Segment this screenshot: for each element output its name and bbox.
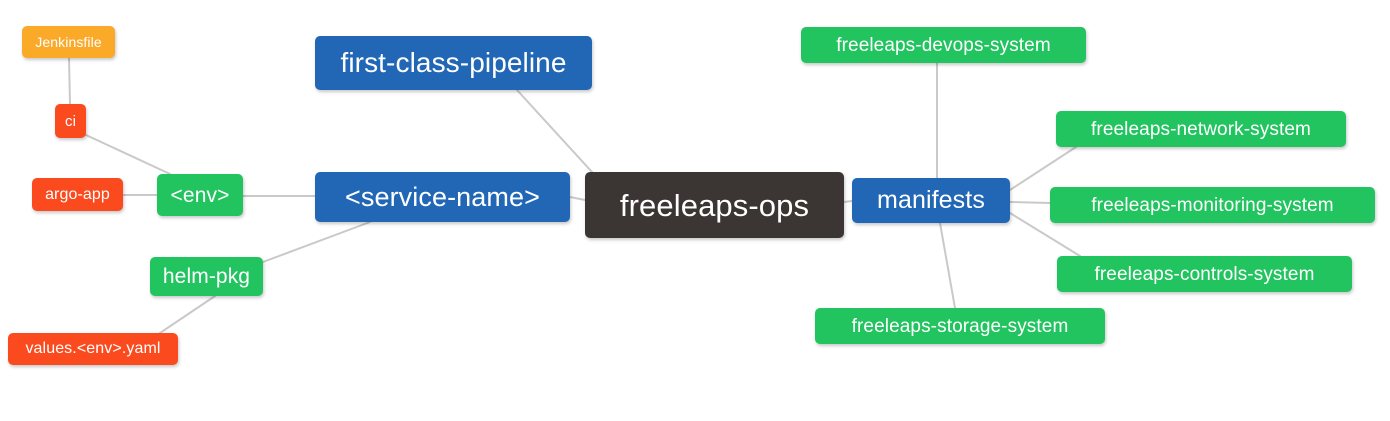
node-service-name[interactable]: <service-name> [315,172,570,222]
edge-values-yaml-to-helm-pkg [159,295,216,334]
edge-manifests-to-monitoring [1009,201,1051,204]
node-ci[interactable]: ci [55,104,86,138]
node-root[interactable]: freeleaps-ops [585,172,844,238]
node-manifests[interactable]: manifests [852,178,1010,223]
node-network[interactable]: freeleaps-network-system [1056,111,1346,147]
edge-root-to-manifests [843,200,853,203]
node-helm-pkg[interactable]: helm-pkg [150,257,263,296]
node-storage[interactable]: freeleaps-storage-system [815,308,1105,344]
node-controls[interactable]: freeleaps-controls-system [1057,256,1352,292]
edge-manifests-to-storage [939,222,956,309]
node-pipeline[interactable]: first-class-pipeline [315,36,592,90]
node-devops[interactable]: freeleaps-devops-system [801,27,1086,63]
edge-manifests-to-network [1009,146,1077,191]
node-monitoring[interactable]: freeleaps-monitoring-system [1050,187,1375,223]
edge-jenkinsfile-to-ci [68,57,71,105]
node-env[interactable]: <env> [157,174,243,216]
edge-ci-to-env [85,134,171,175]
node-argo-app[interactable]: argo-app [32,178,123,211]
node-jenkinsfile[interactable]: Jenkinsfile [22,26,115,58]
edge-helm-pkg-to-service-name [262,221,371,263]
node-values-yaml[interactable]: values.<env>.yaml [8,333,178,365]
edge-pipeline-to-root [516,89,593,173]
edge-service-name-to-root [569,196,586,201]
